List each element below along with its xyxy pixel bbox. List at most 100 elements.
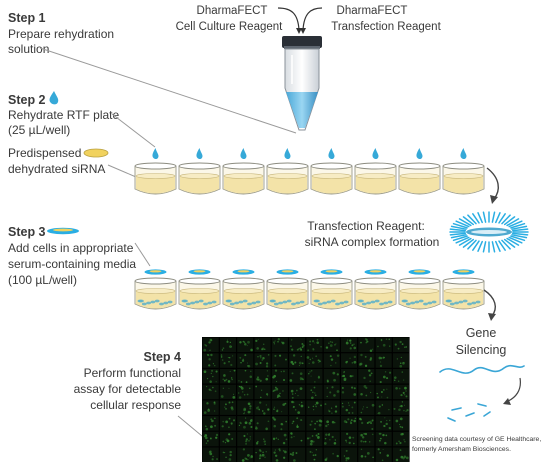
screening-well-image	[219, 353, 236, 368]
screening-well-image	[358, 431, 375, 447]
cell-layer-icon	[193, 270, 206, 273]
screening-well-image	[306, 416, 323, 431]
screening-well-image	[271, 369, 288, 384]
cell-dot	[150, 300, 156, 304]
screening-well-image	[271, 431, 288, 447]
water-drop-icon	[196, 148, 203, 160]
screening-well-image	[341, 447, 358, 462]
water-drop-icon	[49, 91, 59, 105]
reagent-right-line-1: DharmaFECT	[337, 5, 408, 17]
screening-well-image	[254, 337, 271, 353]
screening-well-image	[237, 416, 254, 431]
step2-line-2: (25 µL/well)	[8, 123, 70, 137]
screening-well-image	[341, 353, 358, 368]
cell-dot	[183, 299, 188, 303]
screening-well-image	[289, 447, 306, 462]
cell-dot	[211, 300, 217, 304]
step3-title: Step 3	[8, 225, 46, 239]
step2-line-1: Rehydrate RTF plate	[8, 108, 119, 122]
cell-dot	[414, 300, 420, 304]
cell-dot	[229, 302, 235, 306]
screening-well-image	[392, 447, 409, 462]
cell-layer-icon	[457, 270, 470, 273]
complex-burst-icon	[449, 211, 529, 253]
cell-dot	[141, 302, 147, 306]
screening-well-image	[271, 416, 288, 431]
screening-well-image	[271, 353, 288, 368]
screening-well-image	[271, 337, 288, 353]
well	[178, 277, 221, 310]
screening-well-image	[306, 353, 323, 368]
cell-dot	[343, 300, 349, 304]
cell-dot	[271, 299, 276, 303]
screening-well-image	[375, 384, 392, 400]
cell-dot	[238, 300, 244, 304]
water-drop-icon	[152, 148, 159, 160]
screening-well-image	[202, 337, 219, 353]
reagent-right-line-2: Transfection Reagent	[331, 21, 441, 33]
screening-well-image	[237, 447, 254, 462]
step3-line-1: Add cells in appropriate	[8, 241, 134, 255]
cell-layer-icon	[237, 270, 250, 273]
cell-layer-icon	[47, 227, 79, 235]
screening-well-image	[358, 416, 375, 431]
cell-dot	[370, 300, 376, 304]
cell-dot	[317, 302, 323, 306]
reagent-left-line-2: Cell Culture Reagent	[176, 21, 284, 33]
screening-well-image	[289, 353, 306, 368]
arrow-icon	[296, 28, 306, 34]
credit-line-2: formerly Amersham Biosciences.	[412, 446, 511, 453]
cell-dot	[190, 301, 196, 305]
screening-well-image	[392, 416, 409, 431]
water-drop-icon	[284, 148, 291, 160]
well	[134, 162, 177, 195]
screening-well-image	[323, 337, 340, 353]
screening-well-image	[289, 369, 306, 384]
well	[354, 162, 397, 195]
step4-line-1: Perform functional	[84, 366, 181, 380]
tube-icon	[282, 36, 322, 131]
cell-dot	[154, 299, 160, 303]
cell-dot	[146, 301, 152, 305]
gene-line-2: Silencing	[456, 343, 507, 357]
screening-well-image	[358, 353, 375, 368]
water-drop-icon	[240, 148, 247, 160]
well	[134, 277, 177, 310]
screening-well-image	[289, 416, 306, 431]
cell-dot	[458, 300, 464, 304]
reagent-arrows	[277, 7, 323, 31]
cell-dot	[403, 299, 408, 303]
screening-image-grid	[202, 337, 410, 462]
well	[442, 277, 485, 310]
screening-well-image	[392, 384, 409, 400]
cell-dot	[475, 300, 481, 304]
screening-well-image	[323, 400, 340, 415]
cell-dot	[339, 301, 345, 305]
cell-dot	[471, 301, 477, 305]
screening-well-image	[271, 447, 288, 462]
screening-well-image	[289, 400, 306, 415]
screening-well-image	[254, 353, 271, 368]
cell-dot	[322, 301, 327, 305]
cell-dot	[423, 302, 428, 306]
cell-dot	[326, 300, 332, 304]
complex-line-1: Transfection Reagent:	[307, 219, 425, 233]
step4-title: Step 4	[143, 350, 181, 364]
screening-well-image	[306, 384, 323, 400]
cell-dot	[299, 300, 305, 304]
cell-dot	[295, 301, 301, 305]
leader-lines	[39, 47, 297, 267]
predispensed-line-2: dehydrated siRNA	[8, 162, 105, 176]
screening-well-image	[237, 431, 254, 447]
screening-well-image	[323, 431, 340, 447]
well	[310, 277, 353, 310]
cell-dot	[185, 302, 191, 306]
screening-well-image	[289, 337, 306, 353]
well	[178, 162, 221, 195]
cell-dot	[418, 299, 424, 303]
screening-well-image	[219, 337, 236, 353]
screening-well-image	[375, 431, 392, 447]
screening-well-image	[219, 400, 236, 415]
cell-dot	[405, 302, 411, 306]
screening-well-image	[202, 447, 219, 462]
